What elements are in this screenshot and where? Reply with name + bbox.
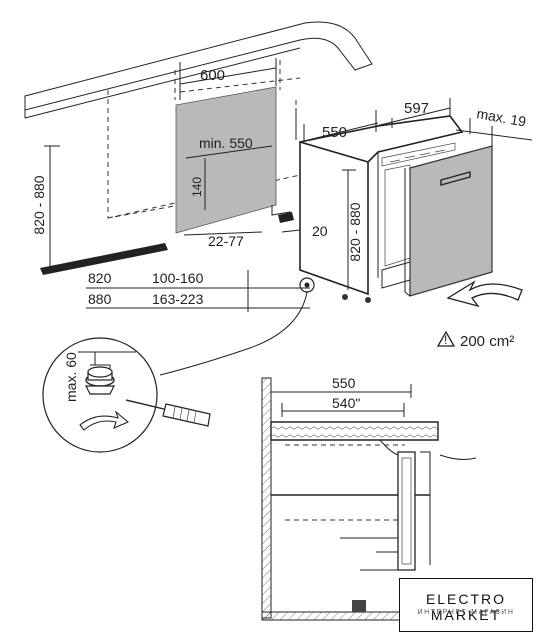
row-880-height: 880 (88, 291, 112, 307)
dishwasher-door (409, 145, 493, 297)
foot-right (365, 297, 371, 303)
row-880-range: 163-223 (152, 291, 204, 307)
door-section (397, 451, 416, 571)
row-820-range: 100-160 (152, 270, 204, 286)
niche-width-label: 600 (200, 67, 225, 84)
watermark-subtitle: ИНТЕРНЕТ-МАГАЗИН (417, 609, 515, 616)
plinth-strip-right (278, 212, 294, 223)
foot-detail: max. 60 (42, 337, 211, 453)
svg-text:!: ! (444, 333, 447, 347)
niche-3d-view: 820 - 880 600 min. 550 140 22-77 20 (24, 21, 533, 376)
section-540-label: 540" (332, 395, 360, 411)
depth-550-label: 550 (322, 124, 347, 141)
plinth-strip (40, 243, 168, 275)
watermark-title: ELECTRO MARKET (425, 591, 507, 623)
max-60-label: max. 60 (63, 352, 79, 402)
niche-back-outline (107, 77, 301, 219)
height-left-label: 820 - 880 (31, 175, 47, 234)
min-depth-label: min. 550 (199, 135, 253, 151)
warning-triangle-icon: ! (436, 330, 456, 347)
foot-left (342, 294, 348, 300)
height-right-label: 820 - 880 (347, 202, 363, 261)
screwdriver-icon (125, 399, 211, 427)
row-820-height: 820 (88, 270, 112, 286)
worktop (24, 21, 373, 111)
max-19-label: max. 19 (475, 105, 527, 129)
ventilation-label: 200 cm² (460, 333, 514, 350)
dim-140-label: 140 (190, 177, 204, 197)
foot-section (352, 600, 366, 612)
section-550-label: 550 (332, 375, 356, 391)
airflow-arrow-icon (446, 280, 523, 308)
dim-20-label: 20 (312, 223, 328, 239)
worktop-section (270, 421, 439, 441)
depth-597-label: 597 (404, 100, 429, 117)
section-view: 550 540" (261, 375, 477, 621)
niche-side-panel (175, 86, 277, 234)
wall-section (261, 377, 272, 619)
door-handle (440, 171, 471, 186)
dim-22-77-label: 22-77 (208, 233, 244, 249)
rotate-arrow-icon (79, 410, 130, 431)
dishwasher-body (299, 140, 369, 296)
watermark-logo: ELECTRO MARKET ИНТЕРНЕТ-МАГАЗИН (399, 578, 533, 632)
